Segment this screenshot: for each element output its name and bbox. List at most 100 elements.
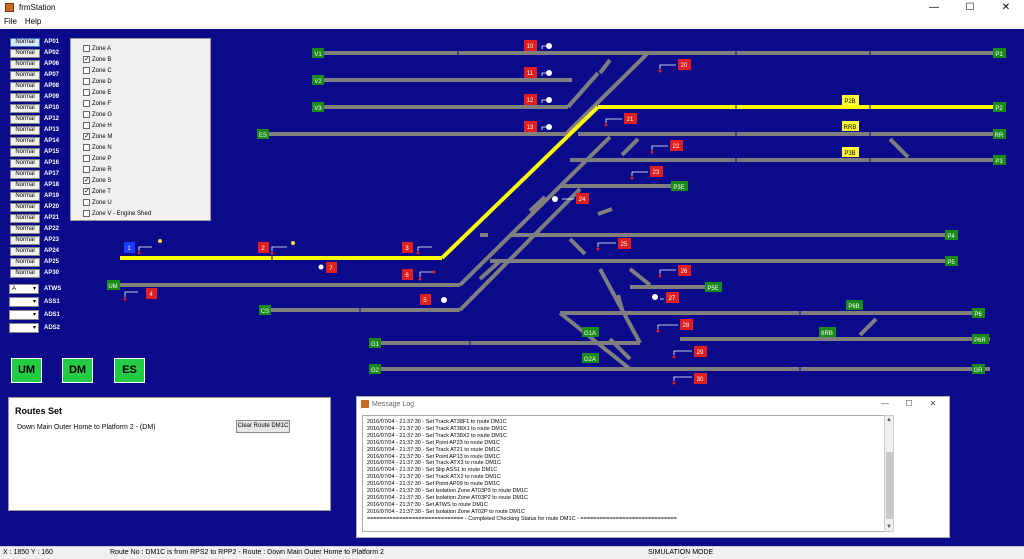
signal-27[interactable]: [666, 292, 679, 303]
track-diag-2[interactable]: [458, 187, 582, 312]
zone-g-row[interactable]: Zone G: [83, 111, 112, 118]
zone-a-checkbox[interactable]: [83, 45, 90, 52]
signal-28[interactable]: [680, 319, 693, 330]
track-diag-9[interactable]: [628, 267, 652, 287]
signal-30[interactable]: [694, 373, 707, 384]
scroll-thumb[interactable]: [886, 452, 893, 519]
zone-g-checkbox[interactable]: [83, 111, 90, 118]
signal-24[interactable]: [576, 193, 589, 204]
track-diag-14[interactable]: [528, 195, 547, 213]
scroll-up-icon[interactable]: ▲: [886, 417, 892, 423]
message-log-text[interactable]: 2016/07/04 - 21:37:30 - Set Track AT38F1…: [362, 415, 892, 532]
track-diag-1[interactable]: [458, 135, 612, 287]
track-diag-13[interactable]: [597, 207, 613, 216]
zone-d-checkbox[interactable]: [83, 78, 90, 85]
point-ap12-button[interactable]: Normal: [10, 115, 40, 124]
signal-5[interactable]: [420, 294, 431, 305]
zone-m-row[interactable]: ✓Zone M: [83, 133, 113, 140]
signal-23[interactable]: [650, 166, 663, 177]
point-ap07-button[interactable]: Normal: [10, 71, 40, 80]
point-ap30-button[interactable]: Normal: [10, 269, 40, 278]
zone-n-row[interactable]: Zone N: [83, 144, 112, 151]
ass1-dropdown[interactable]: [9, 297, 39, 307]
signal-3[interactable]: [402, 242, 413, 253]
track-diag-4[interactable]: [568, 237, 587, 256]
zone-r-checkbox[interactable]: [83, 166, 90, 173]
point-ap08-button[interactable]: Normal: [10, 82, 40, 91]
track-diag-8[interactable]: [616, 294, 624, 310]
atws-dropdown[interactable]: A: [9, 284, 39, 294]
zone-v-checkbox[interactable]: [83, 210, 90, 217]
menu-help[interactable]: Help: [24, 16, 42, 26]
signal-13[interactable]: [524, 121, 537, 132]
zone-c-row[interactable]: Zone C: [83, 67, 112, 74]
signal-10[interactable]: [524, 40, 537, 51]
message-log-scrollbar[interactable]: ▲ ▼: [884, 415, 894, 532]
zone-v-row[interactable]: Zone V - Engine Shed: [83, 210, 151, 217]
track-es-link[interactable]: [564, 51, 650, 136]
signal-29[interactable]: [694, 346, 707, 357]
maximize-button[interactable]: ☐: [965, 2, 975, 13]
zone-u-checkbox[interactable]: [83, 199, 90, 206]
message-log-close[interactable]: ✕: [929, 399, 937, 408]
signal-6[interactable]: [402, 269, 413, 280]
zone-n-checkbox[interactable]: [83, 144, 90, 151]
signal-26[interactable]: [678, 265, 691, 276]
point-ap14-button[interactable]: Normal: [10, 137, 40, 146]
point-ap10-button[interactable]: Normal: [10, 104, 40, 113]
signal-2[interactable]: [258, 242, 269, 253]
menu-file[interactable]: File: [4, 16, 17, 26]
point-ap09-button[interactable]: Normal: [10, 93, 40, 102]
point-ap02-button[interactable]: Normal: [10, 49, 40, 58]
point-ap16-button[interactable]: Normal: [10, 159, 40, 168]
signal-1[interactable]: [124, 242, 135, 253]
zone-a-row[interactable]: Zone A: [83, 45, 111, 52]
signal-22[interactable]: [670, 140, 683, 151]
zone-b-checkbox[interactable]: ✓: [83, 56, 90, 63]
zone-e-row[interactable]: Zone E: [83, 89, 111, 96]
zone-c-checkbox[interactable]: [83, 67, 90, 74]
zone-h-row[interactable]: Zone H: [83, 122, 112, 129]
point-ap22-button[interactable]: Normal: [10, 225, 40, 234]
zone-d-row[interactable]: Zone D: [83, 78, 112, 85]
track-stub-1[interactable]: [598, 58, 612, 75]
zone-t-row[interactable]: ✓Zone T: [83, 188, 111, 195]
zone-h-checkbox[interactable]: [83, 122, 90, 129]
point-ap23-button[interactable]: Normal: [10, 236, 40, 245]
zone-p-row[interactable]: Zone P: [83, 155, 111, 162]
signal-11[interactable]: [524, 67, 537, 78]
point-ap25-button[interactable]: Normal: [10, 258, 40, 267]
point-ap21-button[interactable]: Normal: [10, 214, 40, 223]
signal-4[interactable]: [146, 288, 157, 299]
track-v3-link[interactable]: [566, 71, 600, 109]
zone-s-checkbox[interactable]: ✓: [83, 177, 90, 184]
zone-m-checkbox[interactable]: ✓: [83, 133, 90, 140]
scroll-down-icon[interactable]: ▼: [886, 524, 892, 530]
zone-f-checkbox[interactable]: [83, 100, 90, 107]
point-ap01-button[interactable]: Normal: [10, 38, 40, 47]
signal-21[interactable]: [624, 113, 637, 124]
zone-u-row[interactable]: Zone U: [83, 199, 112, 206]
point-ap13-button[interactable]: Normal: [10, 126, 40, 135]
dm-button[interactable]: DM: [62, 358, 93, 383]
zone-f-row[interactable]: Zone F: [83, 100, 111, 107]
es-button[interactable]: ES: [114, 358, 145, 383]
zone-e-checkbox[interactable]: [83, 89, 90, 96]
signal-7[interactable]: [326, 262, 337, 273]
ads2-dropdown[interactable]: [9, 323, 39, 333]
message-log-minimize[interactable]: —: [881, 399, 889, 408]
track-diag-7[interactable]: [608, 337, 632, 361]
point-ap06-button[interactable]: Normal: [10, 60, 40, 69]
zone-s-row[interactable]: ✓Zone S: [83, 177, 112, 184]
zone-t-checkbox[interactable]: ✓: [83, 188, 90, 195]
point-ap15-button[interactable]: Normal: [10, 148, 40, 157]
signal-12[interactable]: [524, 94, 537, 105]
track-diag-3[interactable]: [478, 259, 502, 281]
signal-25[interactable]: [618, 238, 631, 249]
um-button[interactable]: UM: [11, 358, 42, 383]
zone-r-row[interactable]: Zone R: [83, 166, 112, 173]
clear-route-button[interactable]: Clear Route DM1C: [236, 420, 290, 433]
zone-b-row[interactable]: ✓Zone B: [83, 56, 112, 63]
point-ap18-button[interactable]: Normal: [10, 181, 40, 190]
close-button[interactable]: ✕: [1001, 2, 1011, 13]
